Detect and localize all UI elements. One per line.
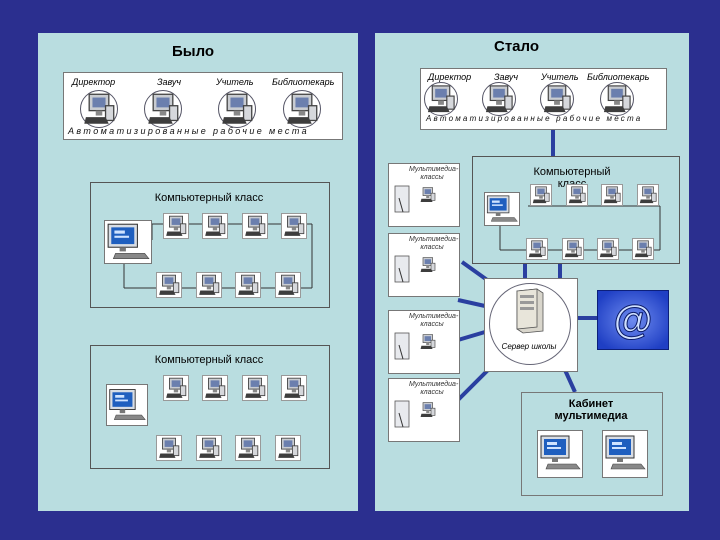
computer-icon xyxy=(202,375,228,401)
multimedia-class-icons xyxy=(394,185,436,213)
computer-icon xyxy=(637,184,659,206)
right-arm-role: Библиотекарь xyxy=(587,72,650,82)
workstation-icon xyxy=(540,82,574,116)
right-arm-caption: Автоматизированные рабочие места xyxy=(426,114,643,123)
multimedia-class-label: Мультимедиа-классы xyxy=(409,166,459,181)
multimedia-class-card: Мультимедиа-классы xyxy=(388,233,460,297)
computer-icon xyxy=(156,435,182,461)
computer-icon xyxy=(196,435,222,461)
computer-icon xyxy=(601,184,623,206)
right-title: Стало xyxy=(494,38,540,55)
left-class2-label: Компьютерный класс xyxy=(154,354,264,366)
teacher-workstation-icon xyxy=(537,430,583,478)
left-title: Было xyxy=(172,43,215,60)
computer-icon xyxy=(202,213,228,239)
computer-icon xyxy=(562,238,584,260)
left-arm-role: Учитель xyxy=(216,77,254,87)
computer-icon xyxy=(242,213,268,239)
multimedia-class-label: Мультимедиа-классы xyxy=(409,236,459,251)
workstation-icon xyxy=(144,90,182,128)
internet-icon: @ xyxy=(597,290,669,350)
right-arm-role: Завуч xyxy=(494,72,519,82)
left-class1-label: Компьютерный класс xyxy=(154,192,264,204)
computer-icon xyxy=(526,238,548,260)
multimedia-class-card: Мультимедиа-классы xyxy=(388,163,460,227)
teacher-workstation-icon xyxy=(602,430,648,478)
computer-icon xyxy=(632,238,654,260)
right-arm-role: Директор xyxy=(428,72,472,82)
workstation-icon xyxy=(283,90,321,128)
left-arm-role: Завуч xyxy=(157,77,182,87)
computer-icon xyxy=(275,272,301,298)
workstation-icon xyxy=(80,90,118,128)
multimedia-class-label: Мультимедиа-классы xyxy=(409,381,459,396)
left-arm-caption: Автоматизированные рабочие места xyxy=(68,126,310,136)
computer-icon xyxy=(530,184,552,206)
computer-icon xyxy=(566,184,588,206)
workstation-icon xyxy=(218,90,256,128)
left-arm-role: Библиотекарь xyxy=(272,77,335,87)
svg-text:@: @ xyxy=(613,298,652,342)
multimedia-class-card: Мультимедиа-классы xyxy=(388,378,460,442)
server-label: Сервер школы xyxy=(501,342,557,351)
multimedia-class-label: Мультимедиа-классы xyxy=(409,313,459,328)
workstation-icon xyxy=(600,82,634,116)
computer-icon xyxy=(597,238,619,260)
computer-icon xyxy=(235,435,261,461)
multimedia-cabinet-label: Кабинет мультимедиа xyxy=(554,398,628,422)
workstation-icon xyxy=(424,82,458,116)
multimedia-class-icons xyxy=(394,332,436,360)
left-arm-role: Директор xyxy=(72,77,116,87)
computer-icon xyxy=(235,272,261,298)
computer-icon xyxy=(275,435,301,461)
teacher-workstation-icon xyxy=(484,192,520,226)
computer-icon xyxy=(163,375,189,401)
multimedia-class-icons xyxy=(394,400,436,428)
computer-icon xyxy=(242,375,268,401)
computer-icon xyxy=(156,272,182,298)
teacher-workstation-icon xyxy=(104,220,152,264)
workstation-icon xyxy=(482,82,516,116)
server-icon xyxy=(516,288,544,334)
multimedia-class-icons xyxy=(394,255,436,283)
computer-icon xyxy=(163,213,189,239)
computer-icon xyxy=(281,375,307,401)
multimedia-class-card: Мультимедиа-классы xyxy=(388,310,460,374)
computer-icon xyxy=(196,272,222,298)
right-arm-role: Учитель xyxy=(541,72,579,82)
computer-icon xyxy=(281,213,307,239)
teacher-workstation-icon xyxy=(106,384,148,426)
